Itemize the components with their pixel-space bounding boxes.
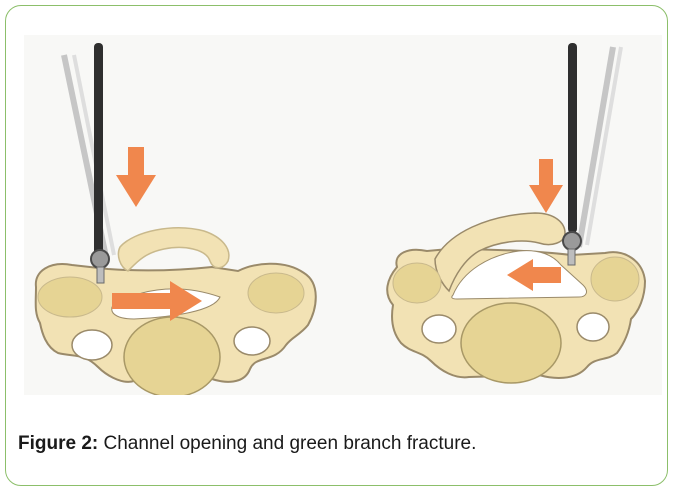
instrument-shaft-gray: [579, 47, 613, 247]
right-vertebra-diagram: [339, 35, 662, 395]
caption-label: Figure 2:: [18, 433, 98, 454]
right-facet-disc: [591, 257, 639, 301]
probe-tip-stem: [568, 249, 575, 265]
caption-text: Channel opening and green branch fractur…: [98, 433, 476, 454]
lamina-fragment: [118, 228, 228, 271]
left-foramen: [422, 315, 456, 343]
probe-tip: [91, 250, 109, 268]
probe-shaft: [94, 43, 103, 258]
down-arrow-icon: [116, 147, 156, 207]
right-illustration-panel: [339, 35, 662, 395]
vertebral-disc: [124, 317, 220, 395]
right-facet-disc: [248, 273, 304, 313]
left-vertebra-diagram: [24, 35, 339, 395]
probe-tip-stem: [97, 267, 104, 283]
left-illustration-panel: [24, 35, 339, 395]
left-facet-disc: [393, 263, 441, 303]
down-arrow-icon: [529, 159, 563, 213]
right-foramen: [577, 313, 609, 341]
left-foramen: [72, 330, 112, 360]
right-foramen: [234, 327, 270, 355]
vertebral-disc: [461, 303, 561, 383]
probe-tip: [563, 232, 581, 250]
left-facet-disc: [38, 277, 102, 317]
instrument-shaft-light: [587, 47, 621, 245]
probe-shaft: [568, 43, 577, 233]
figure-caption: Figure 2: Channel opening and green bran…: [18, 430, 658, 458]
